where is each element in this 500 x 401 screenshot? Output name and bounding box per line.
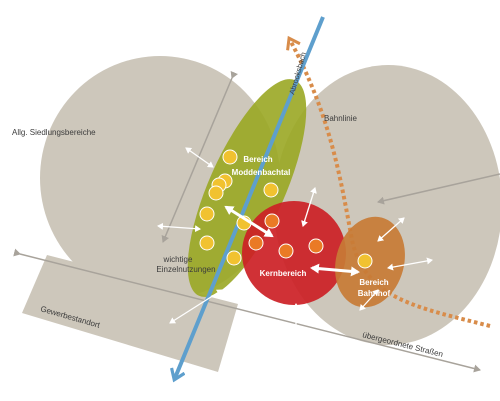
railway-line bbox=[290, 40, 491, 328]
label-moddenbachtal-line2: Moddenbachtal bbox=[232, 168, 291, 177]
arrow-bahnhof-east bbox=[387, 257, 433, 271]
arrow-moddenbachtal-1 bbox=[185, 147, 214, 168]
kern-dot bbox=[308, 238, 324, 254]
poi-dot bbox=[222, 149, 238, 165]
kernbereich-zone bbox=[242, 201, 346, 305]
arrow-moddenbachtal-3 bbox=[169, 289, 223, 324]
arrow-bahnhof-south bbox=[359, 289, 379, 311]
label-bahnlinie: Bahnlinie bbox=[324, 114, 357, 123]
arrow-kern-bahnhof bbox=[310, 263, 360, 277]
kern-dot bbox=[248, 235, 264, 251]
poi-dot bbox=[199, 206, 215, 222]
arrow-kern-moddenbachtal bbox=[224, 205, 274, 238]
road-arrow-east bbox=[377, 173, 500, 205]
label-einzelnutzungen-line2: Einzelnutzungen bbox=[156, 265, 215, 274]
arrow-bahnhof-north bbox=[377, 217, 405, 242]
label-bahnhof-line1: Bereich bbox=[359, 278, 388, 287]
label-siedlungsbereiche: Allg. Siedlungsbereiche bbox=[12, 128, 96, 137]
major-relation-arrows bbox=[224, 205, 360, 277]
poi-dot bbox=[357, 253, 373, 269]
arrow-kern-north bbox=[301, 187, 317, 227]
kern-dot bbox=[264, 213, 280, 229]
poi-dot bbox=[199, 235, 215, 251]
kern-dot bbox=[278, 243, 294, 259]
label-bahnhof-line2: Bahnhof bbox=[358, 289, 391, 298]
label-einzelnutzungen-line1: wichtige bbox=[163, 255, 193, 264]
label-moddenbachtal-line1: Bereich bbox=[243, 155, 272, 164]
poi-dot bbox=[208, 185, 224, 201]
relation-arrows bbox=[157, 147, 433, 336]
label-kernbereich: Kernbereich bbox=[260, 269, 307, 278]
important-uses-dots bbox=[199, 149, 373, 269]
poi-dot bbox=[226, 250, 242, 266]
poi-dot bbox=[263, 182, 279, 198]
arrow-moddenbachtal-2 bbox=[157, 222, 201, 233]
road-arrow-main bbox=[13, 248, 481, 373]
